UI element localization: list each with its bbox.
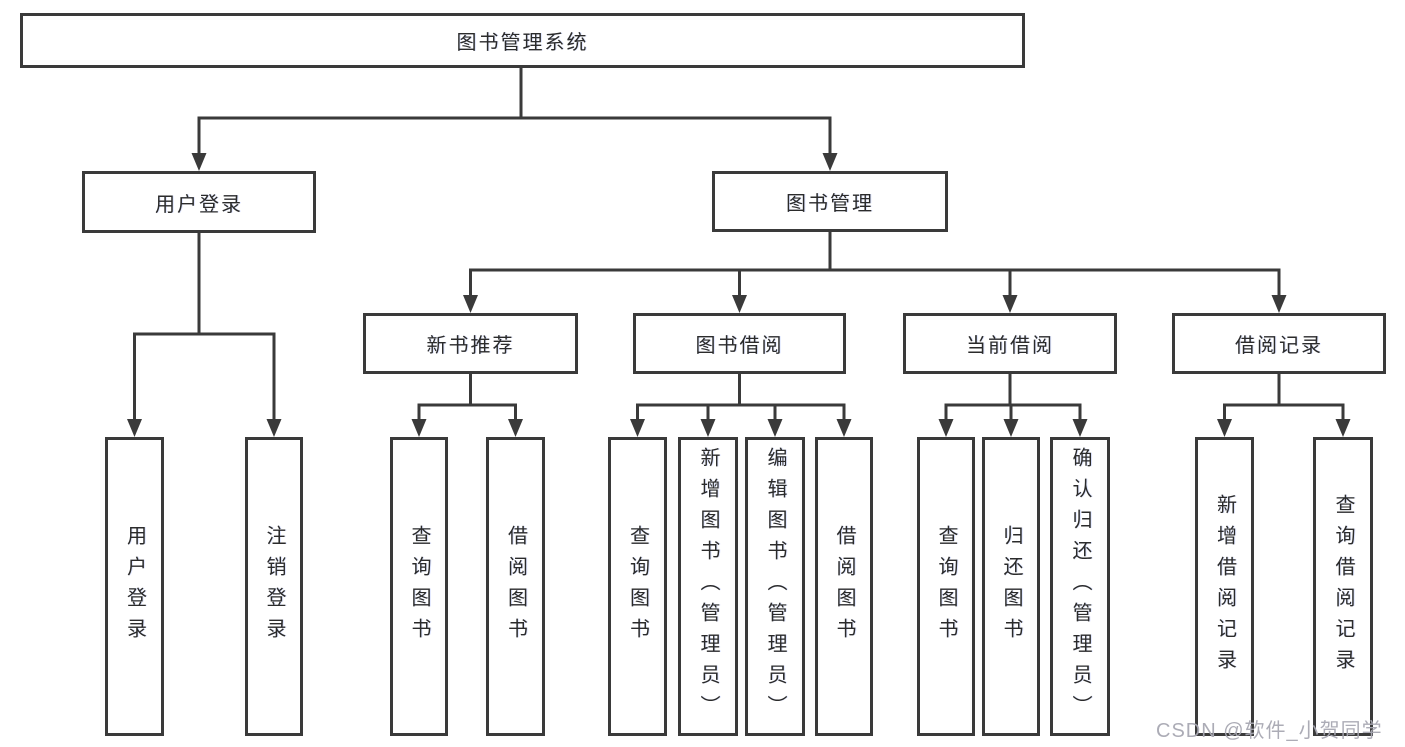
leaf-label: 归还图书 [1000, 524, 1022, 649]
leaf-return-book: 归还图书 [982, 437, 1040, 736]
node-label: 当前借阅 [966, 335, 1054, 357]
leaf-label: 确认归还（管理员） [1069, 447, 1091, 726]
leaf-label: 查询图书 [408, 524, 430, 649]
node-borrowing-records: 借阅记录 [1172, 313, 1386, 374]
leaf-query-books-under-borrowing: 查询图书 [608, 437, 667, 736]
leaf-label: 查询图书 [935, 524, 957, 649]
leaf-label: 借阅图书 [504, 524, 527, 649]
node-label: 图书借阅 [695, 335, 784, 357]
leaf-query-books-under-current: 查询图书 [917, 437, 975, 736]
node-label: 借阅记录 [1235, 335, 1323, 357]
node-label: 用户登录 [155, 193, 243, 216]
leaf-label: 用户登录 [123, 524, 146, 649]
node-book-borrowing: 图书借阅 [633, 313, 846, 374]
leaf-query-borrow-record: 查询借阅记录 [1313, 437, 1373, 736]
leaf-label: 查询借阅记录 [1332, 493, 1354, 680]
arrowheads [127, 153, 1351, 437]
node-label: 新书推荐 [426, 335, 515, 357]
leaf-label: 新增借阅记录 [1213, 493, 1236, 680]
leaf-label: 编辑图书（管理员） [764, 447, 786, 726]
leaf-query-books-under-recommendation: 查询图书 [390, 437, 448, 736]
leaf-borrow-books-under-recommendation: 借阅图书 [486, 437, 545, 736]
node-label: 图书管理系统 [456, 32, 589, 54]
node-book-management: 图书管理 [712, 171, 948, 232]
leaf-label: 借阅图书 [833, 524, 855, 649]
leaf-logout: 注销登录 [245, 437, 303, 736]
node-new-book-recommendation: 新书推荐 [363, 313, 578, 374]
leaf-borrow-books-under-borrowing: 借阅图书 [815, 437, 873, 736]
leaf-label: 查询图书 [626, 524, 649, 649]
leaf-edit-book-admin: 编辑图书（管理员） [745, 437, 805, 736]
leaf-add-borrow-record: 新增借阅记录 [1195, 437, 1254, 736]
node-label: 图书管理 [786, 193, 874, 215]
leaf-user-login: 用户登录 [105, 437, 164, 736]
csdn-watermark: CSDN @软件_小贺同学 [1156, 720, 1383, 742]
leaf-add-book-admin: 新增图书（管理员） [678, 437, 738, 736]
node-user-login: 用户登录 [82, 171, 316, 233]
node-current-borrowing: 当前借阅 [903, 313, 1117, 374]
leaf-confirm-return-admin: 确认归还（管理员） [1050, 437, 1110, 736]
leaf-label: 注销登录 [263, 524, 285, 649]
leaf-label: 新增图书（管理员） [697, 447, 719, 726]
node-library-management-system: 图书管理系统 [20, 13, 1025, 68]
